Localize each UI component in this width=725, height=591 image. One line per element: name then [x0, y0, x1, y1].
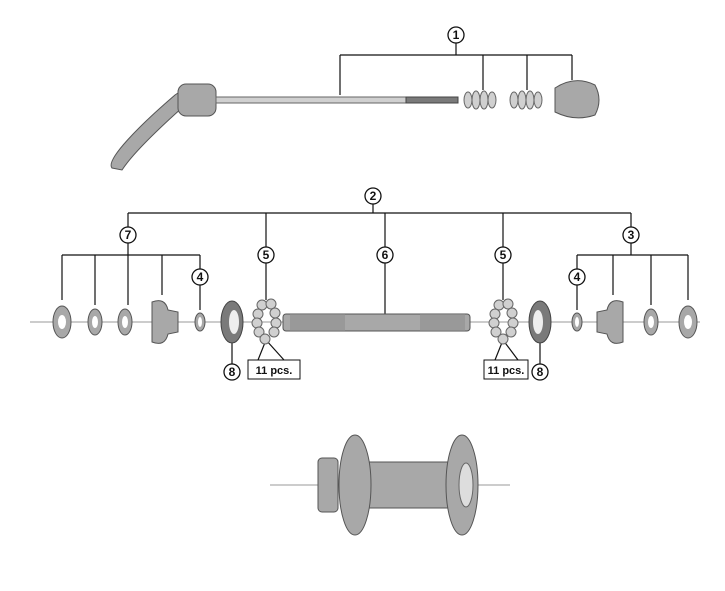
callout-2: 2 [364, 187, 382, 205]
hub-axle [282, 313, 471, 332]
svg-text:3: 3 [628, 228, 635, 242]
svg-text:8: 8 [537, 365, 544, 379]
spring-left [463, 90, 497, 110]
callout-4-left: 4 [191, 268, 209, 286]
svg-text:4: 4 [197, 270, 204, 284]
ball-bearings-left [251, 298, 282, 345]
svg-text:1: 1 [453, 28, 460, 42]
callout-5-right: 5 [494, 246, 512, 264]
callout-7: 7 [119, 226, 137, 244]
quantity-label-left: 11 pcs. [247, 359, 301, 380]
svg-text:8: 8 [229, 365, 236, 379]
leader-lines [61, 43, 689, 364]
svg-text:6: 6 [382, 248, 389, 262]
callout-3: 3 [622, 226, 640, 244]
svg-text:5: 5 [500, 248, 507, 262]
svg-text:4: 4 [574, 270, 581, 284]
ball-bearings-right [488, 298, 519, 345]
svg-text:2: 2 [370, 189, 377, 203]
callout-1: 1 [447, 26, 465, 44]
callout-6: 6 [376, 246, 394, 264]
svg-text:7: 7 [125, 228, 132, 242]
svg-text:11 pcs.: 11 pcs. [488, 365, 525, 377]
callout-8-left: 8 [223, 363, 241, 381]
spring-right [509, 90, 543, 110]
svg-text:5: 5 [263, 248, 270, 262]
right-bearing-parts [488, 298, 698, 345]
callout-5-left: 5 [257, 246, 275, 264]
quick-release-skewer [110, 80, 600, 171]
callout-4-right: 4 [568, 268, 586, 286]
quantity-label-right: 11 pcs. [483, 359, 529, 380]
hub-body [317, 434, 479, 536]
left-bearing-parts [52, 298, 282, 345]
svg-text:11 pcs.: 11 pcs. [256, 365, 293, 377]
callout-8-right: 8 [531, 363, 549, 381]
